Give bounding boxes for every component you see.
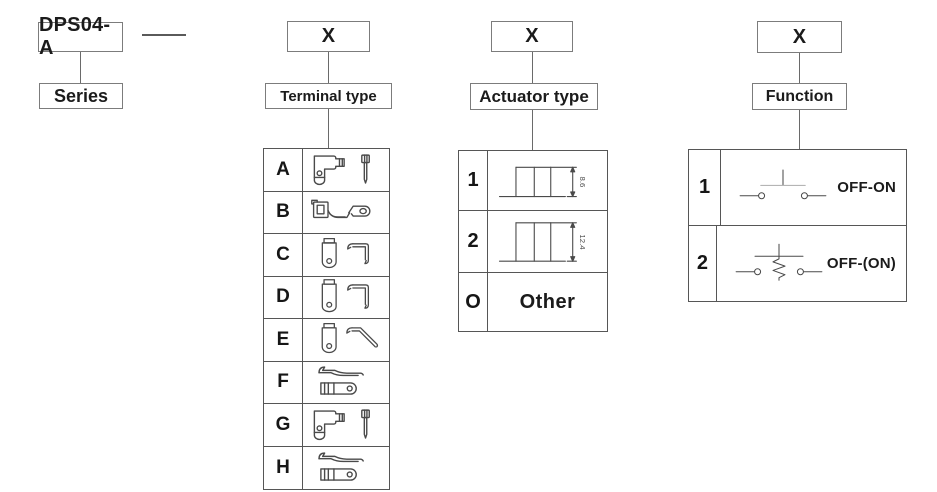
dash-line [142, 34, 186, 36]
table-row: D [264, 276, 389, 319]
function-row-key: 2 [689, 226, 717, 301]
series-label: Series [53, 85, 109, 106]
terminal-g-icon [303, 404, 389, 446]
actuator-row-key: O [459, 273, 488, 331]
actuator-type-table: 1 8.6 [458, 150, 608, 332]
series-connector-line [80, 52, 81, 83]
actuator-other-label: Other [519, 290, 576, 313]
table-row: H [264, 446, 389, 490]
actuator-height-12-4-icon: 12.4 [488, 211, 607, 272]
function-code: X [792, 25, 807, 48]
function-code-box: X [757, 21, 842, 53]
function-label: Function [765, 87, 834, 105]
function-table: 1 OFF-ON [688, 149, 907, 302]
table-row: F [264, 361, 389, 404]
terminal-label-box: Terminal type [265, 83, 392, 109]
actuator-label: Actuator type [479, 86, 589, 106]
terminal-code: X [321, 25, 336, 47]
function-connector-line-top [799, 53, 800, 83]
terminal-d-icon [303, 277, 389, 319]
function-name-label: OFF-ON [837, 179, 896, 196]
actuator-dim-label: 8.6 [578, 176, 587, 187]
table-row: 1 OFF-ON [689, 150, 906, 226]
table-row: A [264, 149, 389, 192]
function-label-box: Function [752, 83, 847, 110]
table-row: G [264, 404, 389, 447]
actuator-label-box: Actuator type [470, 83, 598, 110]
actuator-connector-line-bottom [532, 110, 533, 150]
terminal-connector-line-top [328, 52, 329, 83]
terminal-type-table: A B [263, 148, 390, 490]
actuator-row-key: 2 [459, 211, 488, 272]
terminal-code-box: X [287, 21, 370, 52]
table-row: 2 12.4 [459, 211, 607, 273]
terminal-e-icon [303, 319, 389, 361]
terminal-row-key: C [264, 234, 303, 276]
table-row: E [264, 319, 389, 362]
table-row: C [264, 234, 389, 277]
terminal-h-icon [303, 447, 389, 490]
function-connector-line-bottom [799, 110, 800, 149]
table-row: O Other [459, 273, 607, 331]
terminal-row-key: E [264, 319, 303, 361]
table-row: B [264, 191, 389, 234]
terminal-row-key: D [264, 276, 303, 318]
actuator-height-8-6-icon: 8.6 [488, 151, 607, 210]
terminal-row-key: B [264, 191, 303, 233]
function-row-key: 1 [689, 150, 721, 225]
terminal-row-key: F [264, 361, 303, 403]
series-label-box: Series [39, 83, 123, 109]
terminal-label: Terminal type [280, 87, 377, 105]
actuator-dim-label: 12.4 [578, 234, 587, 250]
terminal-a-icon [303, 149, 389, 191]
momentary-switch-spring-icon [731, 237, 827, 291]
part-code: DPS04-A [39, 14, 111, 59]
momentary-switch-icon [735, 163, 831, 213]
table-row: 1 8.6 [459, 151, 607, 211]
terminal-row-key: G [264, 404, 303, 446]
terminal-c-icon [303, 234, 389, 276]
terminal-row-key: H [264, 446, 303, 489]
function-name-label: OFF-(ON) [826, 255, 896, 272]
actuator-code-box: X [491, 21, 573, 52]
part-code-box: DPS04-A [38, 14, 123, 59]
terminal-f-icon [303, 362, 389, 404]
actuator-connector-line-top [532, 52, 533, 83]
actuator-code: X [525, 25, 539, 47]
table-row: 2 OFF-(ON) [689, 226, 906, 301]
terminal-row-key: A [264, 149, 303, 191]
terminal-connector-line-bottom [328, 109, 329, 148]
actuator-row-key: 1 [459, 151, 488, 210]
terminal-b-icon [303, 192, 389, 234]
